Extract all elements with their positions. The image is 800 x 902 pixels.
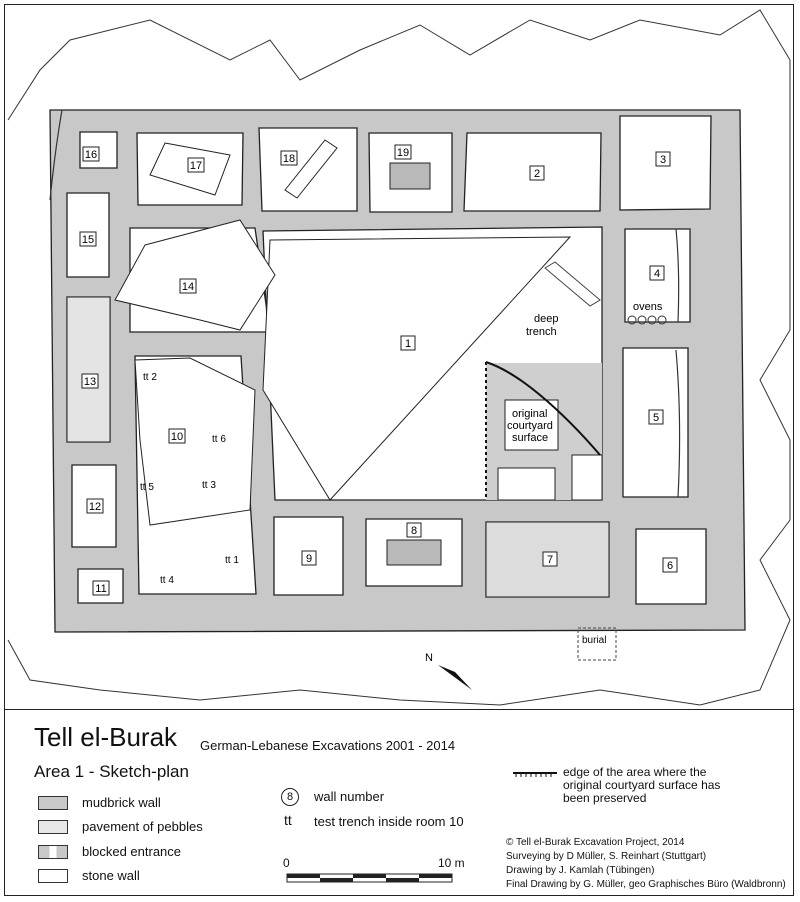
wall-number-symbol: 8	[281, 788, 299, 806]
legend-blocked-label: blocked entrance	[82, 844, 182, 859]
room-10-plan	[134, 357, 256, 526]
legend-mudbrick-label: mudbrick wall	[82, 795, 161, 810]
edge-legend-text-2: original courtyard surface has	[563, 778, 721, 792]
pebble-pavement-room-7	[485, 521, 610, 598]
svg-text:4: 4	[654, 268, 660, 280]
courtyard-label-2: courtyard	[507, 420, 553, 432]
svg-text:14: 14	[182, 281, 194, 293]
trench-label-tt1: tt 1	[225, 555, 239, 566]
legend-mudbrick-swatch	[38, 796, 68, 810]
edge-legend-text-1: edge of the area where the	[563, 765, 707, 779]
deep-trench-label-1: deep	[534, 313, 558, 325]
trench-label-tt5: tt 5	[140, 482, 154, 493]
trench-label-tt3: tt 3	[202, 480, 216, 491]
svg-text:5: 5	[653, 412, 659, 424]
trench-label-tt6: tt 6	[212, 434, 226, 445]
courtyard-label-1: original	[512, 408, 547, 420]
legend-stone-label: stone wall	[82, 868, 140, 883]
svg-text:12: 12	[89, 501, 101, 513]
room-label-1: 1	[400, 335, 416, 351]
stone-wall-east	[675, 228, 681, 498]
room-label-8: 8	[406, 522, 422, 538]
svg-text:19: 19	[397, 147, 409, 159]
deep-trench	[544, 261, 601, 307]
pebble-pavement-room-19	[389, 162, 431, 190]
svg-text:3: 3	[660, 154, 666, 166]
courtyard-1-plan	[262, 236, 572, 501]
credit-line-3: Drawing by J. Kamlah (Tübingen)	[506, 865, 655, 876]
burial-label: burial	[582, 635, 606, 646]
test-trench-symbol: tt	[284, 812, 292, 828]
svg-text:15: 15	[82, 234, 94, 246]
pebble-pavement-room-13	[66, 296, 111, 443]
svg-text:N: N	[425, 652, 433, 664]
svg-text:9: 9	[306, 553, 312, 565]
courtyard-inner-box-2	[497, 467, 556, 501]
trench-label-tt2: tt 2	[143, 372, 157, 383]
room-label-18: 18	[280, 150, 298, 166]
legend-pebbles-label: pavement of pebbles	[82, 819, 203, 834]
svg-text:2: 2	[534, 168, 540, 180]
courtyard-inner-box-3	[571, 454, 603, 501]
courtyard-label-3: surface	[512, 432, 548, 444]
room-label-14: 14	[179, 278, 197, 294]
room-label-12: 12	[86, 498, 104, 514]
scale-ten: 10 m	[438, 856, 465, 870]
svg-text:10: 10	[171, 431, 183, 443]
room-14-plan	[114, 219, 276, 331]
map-title: Tell el-Burak	[34, 722, 178, 752]
room-label-2: 2	[529, 165, 545, 181]
test-trench-label: test trench inside room 10	[314, 814, 464, 829]
svg-text:13: 13	[84, 376, 96, 388]
ovens-label: ovens	[633, 301, 663, 313]
north-arrow-icon: N	[425, 652, 472, 690]
trench-label-tt4: tt 4	[160, 575, 174, 586]
legend-pebbles-swatch	[38, 820, 68, 834]
deep-trench-label-2: trench	[526, 326, 557, 338]
room-label-16: 16	[82, 146, 100, 162]
room-label-3: 3	[655, 151, 671, 167]
svg-text:1: 1	[405, 338, 411, 350]
courtyard-edge-line	[485, 361, 601, 456]
map-frame	[4, 4, 794, 896]
stone-wall-northwest	[49, 109, 63, 201]
legend-divider	[4, 709, 794, 710]
credit-line-2: Surveying by D Müller, S. Reinhart (Stut…	[506, 851, 707, 862]
room-label-6: 6	[662, 557, 678, 573]
room-label-13: 13	[81, 373, 99, 389]
legend-stone-swatch	[38, 869, 68, 883]
edge-legend-text-3: been preserved	[563, 791, 647, 805]
area-title: Area 1 - Sketch-plan	[34, 762, 189, 781]
ovens-symbol	[627, 315, 667, 325]
room-label-5: 5	[648, 409, 664, 425]
room-label-11: 11	[92, 580, 110, 596]
credit-line-4: Final Drawing by G. Müller, geo Graphisc…	[506, 879, 786, 890]
credit-line-1: © Tell el-Burak Excavation Project, 2014	[506, 837, 685, 848]
room-18-trench	[284, 139, 338, 199]
room-label-19: 19	[394, 144, 412, 160]
site-plan: N 1 2 3 4 5 6 7 8 9 10 11 12 13 14 15 16…	[7, 9, 791, 706]
room-label-17: 17	[187, 157, 205, 173]
room-label-7: 7	[542, 551, 558, 567]
courtyard-inner-box-1	[504, 399, 559, 451]
scale-zero: 0	[283, 856, 290, 870]
room-label-15: 15	[79, 231, 97, 247]
svg-text:6: 6	[667, 560, 673, 572]
map-subtitle: German-Lebanese Excavations 2001 - 2014	[200, 738, 456, 753]
pebble-pavement-room-8	[386, 539, 442, 566]
room-label-4: 4	[649, 265, 665, 281]
room-label-9: 9	[301, 550, 317, 566]
svg-text:17: 17	[190, 160, 202, 172]
svg-text:18: 18	[283, 153, 295, 165]
room-label-10: 10	[168, 428, 186, 444]
legend-blocked-swatch	[38, 845, 68, 859]
excavation-outline	[7, 9, 791, 706]
svg-text:8: 8	[411, 525, 417, 537]
svg-text:16: 16	[85, 149, 97, 161]
wall-number-label: wall number	[314, 789, 385, 804]
svg-text:7: 7	[547, 554, 553, 566]
svg-text:11: 11	[95, 583, 106, 595]
